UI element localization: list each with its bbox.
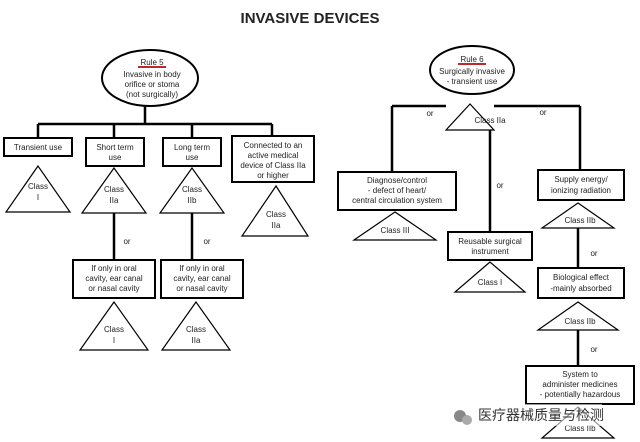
rule5-text-2: orifice or stoma: [125, 80, 180, 89]
short-term-text-1: Short term: [96, 143, 134, 152]
rule5-text-1: Invasive in body: [123, 70, 180, 79]
class-iib-2-triangle: [536, 301, 620, 331]
or-label: or: [203, 237, 210, 246]
rule6-label: Rule 6: [460, 55, 484, 64]
class-i-2-text-1: Class: [104, 325, 124, 334]
rule5-ellipse: [101, 49, 199, 107]
reusable-instrument-box: [447, 231, 533, 261]
class-iib-triangle: [158, 166, 226, 214]
page-title: INVASIVE DEVICES: [241, 10, 380, 27]
class-iib-3-text: Class IIb: [564, 424, 596, 433]
class-iib-1-text: Class IIb: [564, 216, 596, 225]
class-i-text-2: I: [37, 193, 39, 202]
wechat-icon: [454, 410, 472, 425]
long-term-use-box: [162, 137, 222, 167]
watermark: 医疗器械质量与检测: [454, 404, 604, 426]
administer-medicines-box: [525, 365, 635, 405]
class-iia-3-text-1: Class: [186, 325, 206, 334]
connected-text-1: Connected to an: [244, 141, 303, 150]
short-term-text-2: use: [109, 153, 122, 162]
reusable-text-1: Reusable surgical: [458, 237, 522, 246]
class-iib-text-2: IIb: [188, 196, 197, 205]
diagnose-text-1: Diagnose/control: [367, 176, 427, 185]
class-i-triangle: [4, 164, 72, 213]
diagnose-control-box: [337, 171, 457, 211]
long-term-text-1: Long term: [174, 143, 210, 152]
biological-text-1: Biological effect: [553, 273, 610, 282]
rule6-ellipse: [429, 45, 515, 95]
or-label: or: [590, 345, 597, 354]
oral-cavity-box-2: [160, 259, 244, 299]
class-iib-2-text: Class IIb: [564, 317, 596, 326]
class-iia-text-2: IIa: [110, 196, 119, 205]
class-iib-text-1: Class: [182, 185, 202, 194]
biological-text-2: -mainly absorbed: [550, 284, 611, 293]
class-iia-3-triangle: [160, 300, 232, 351]
rule5-group: Rule 5 Invasive in body orifice or stoma…: [3, 49, 315, 351]
rule6-class-iia-triangle: [444, 103, 496, 131]
oral1-text-1: If only in oral: [91, 264, 137, 273]
oral-cavity-box-1: [72, 259, 156, 299]
connected-device-box: [231, 135, 315, 183]
oral2-text-2: cavity, ear canal: [173, 274, 230, 283]
transient-use-box: [3, 137, 73, 157]
oral2-text-1: If only in oral: [179, 264, 225, 273]
connected-text-3: device of Class IIa: [240, 161, 306, 170]
oral2-text-3: or nasal cavity: [176, 284, 227, 293]
class-i-2-text-2: I: [113, 336, 115, 345]
connected-text-4: or higher: [257, 171, 289, 180]
class-i-2-triangle: [78, 300, 150, 351]
system-text-1: System to: [562, 370, 598, 379]
class-iii-triangle: [352, 211, 438, 241]
class-iia-text-1: Class: [104, 185, 124, 194]
rule5-label: Rule 5: [140, 58, 164, 67]
connected-text-2: active medical: [248, 151, 299, 160]
class-iia-2-triangle: [240, 184, 310, 237]
diagnose-text-2: - defect of heart/: [368, 186, 427, 195]
transient-use-label: Transient use: [14, 143, 63, 152]
oral1-text-2: cavity, ear canal: [85, 274, 142, 283]
diagnose-text-3: central circulation system: [352, 196, 442, 205]
class-iia-triangle: [80, 166, 148, 214]
reusable-text-2: instrument: [471, 247, 509, 256]
or-label: or: [590, 249, 597, 258]
rule6-class-i-triangle: [453, 261, 527, 293]
supply-energy-box: [537, 169, 625, 201]
system-text-3: - potentially hazardous: [540, 390, 621, 399]
rule6-class-i-text: Class I: [478, 278, 502, 287]
or-label: or: [123, 237, 130, 246]
supply-text-2: ionizing radiation: [551, 186, 611, 195]
rule6-text-2: - transient use: [447, 77, 498, 86]
class-iia-3-text-2: IIa: [192, 336, 201, 345]
class-iii-text: Class III: [381, 226, 410, 235]
class-iia-2-text-2: IIa: [272, 221, 281, 230]
rule6-group: Rule 6 Surgically invasive - transient u…: [337, 45, 635, 439]
biological-effect-box: [537, 267, 625, 299]
oral1-text-3: or nasal cavity: [88, 284, 139, 293]
watermark-text: 医疗器械质量与检测: [478, 407, 604, 423]
class-iia-2-text-1: Class: [266, 210, 286, 219]
class-iib-1-triangle: [540, 202, 616, 229]
or-label: or: [426, 109, 433, 118]
or-label: or: [539, 108, 546, 117]
long-term-text-2: use: [186, 153, 199, 162]
class-i-text-1: Class: [28, 182, 48, 191]
short-term-use-box: [85, 137, 145, 167]
rule6-text-1: Surgically invasive: [439, 67, 505, 76]
rule5-text-3: (not surgically): [126, 90, 178, 99]
supply-text-1: Supply energy/: [554, 175, 608, 184]
or-label: or: [496, 181, 503, 190]
system-text-2: administer medicines: [542, 380, 617, 389]
rule6-class-iia-text: Class IIa: [474, 116, 506, 125]
